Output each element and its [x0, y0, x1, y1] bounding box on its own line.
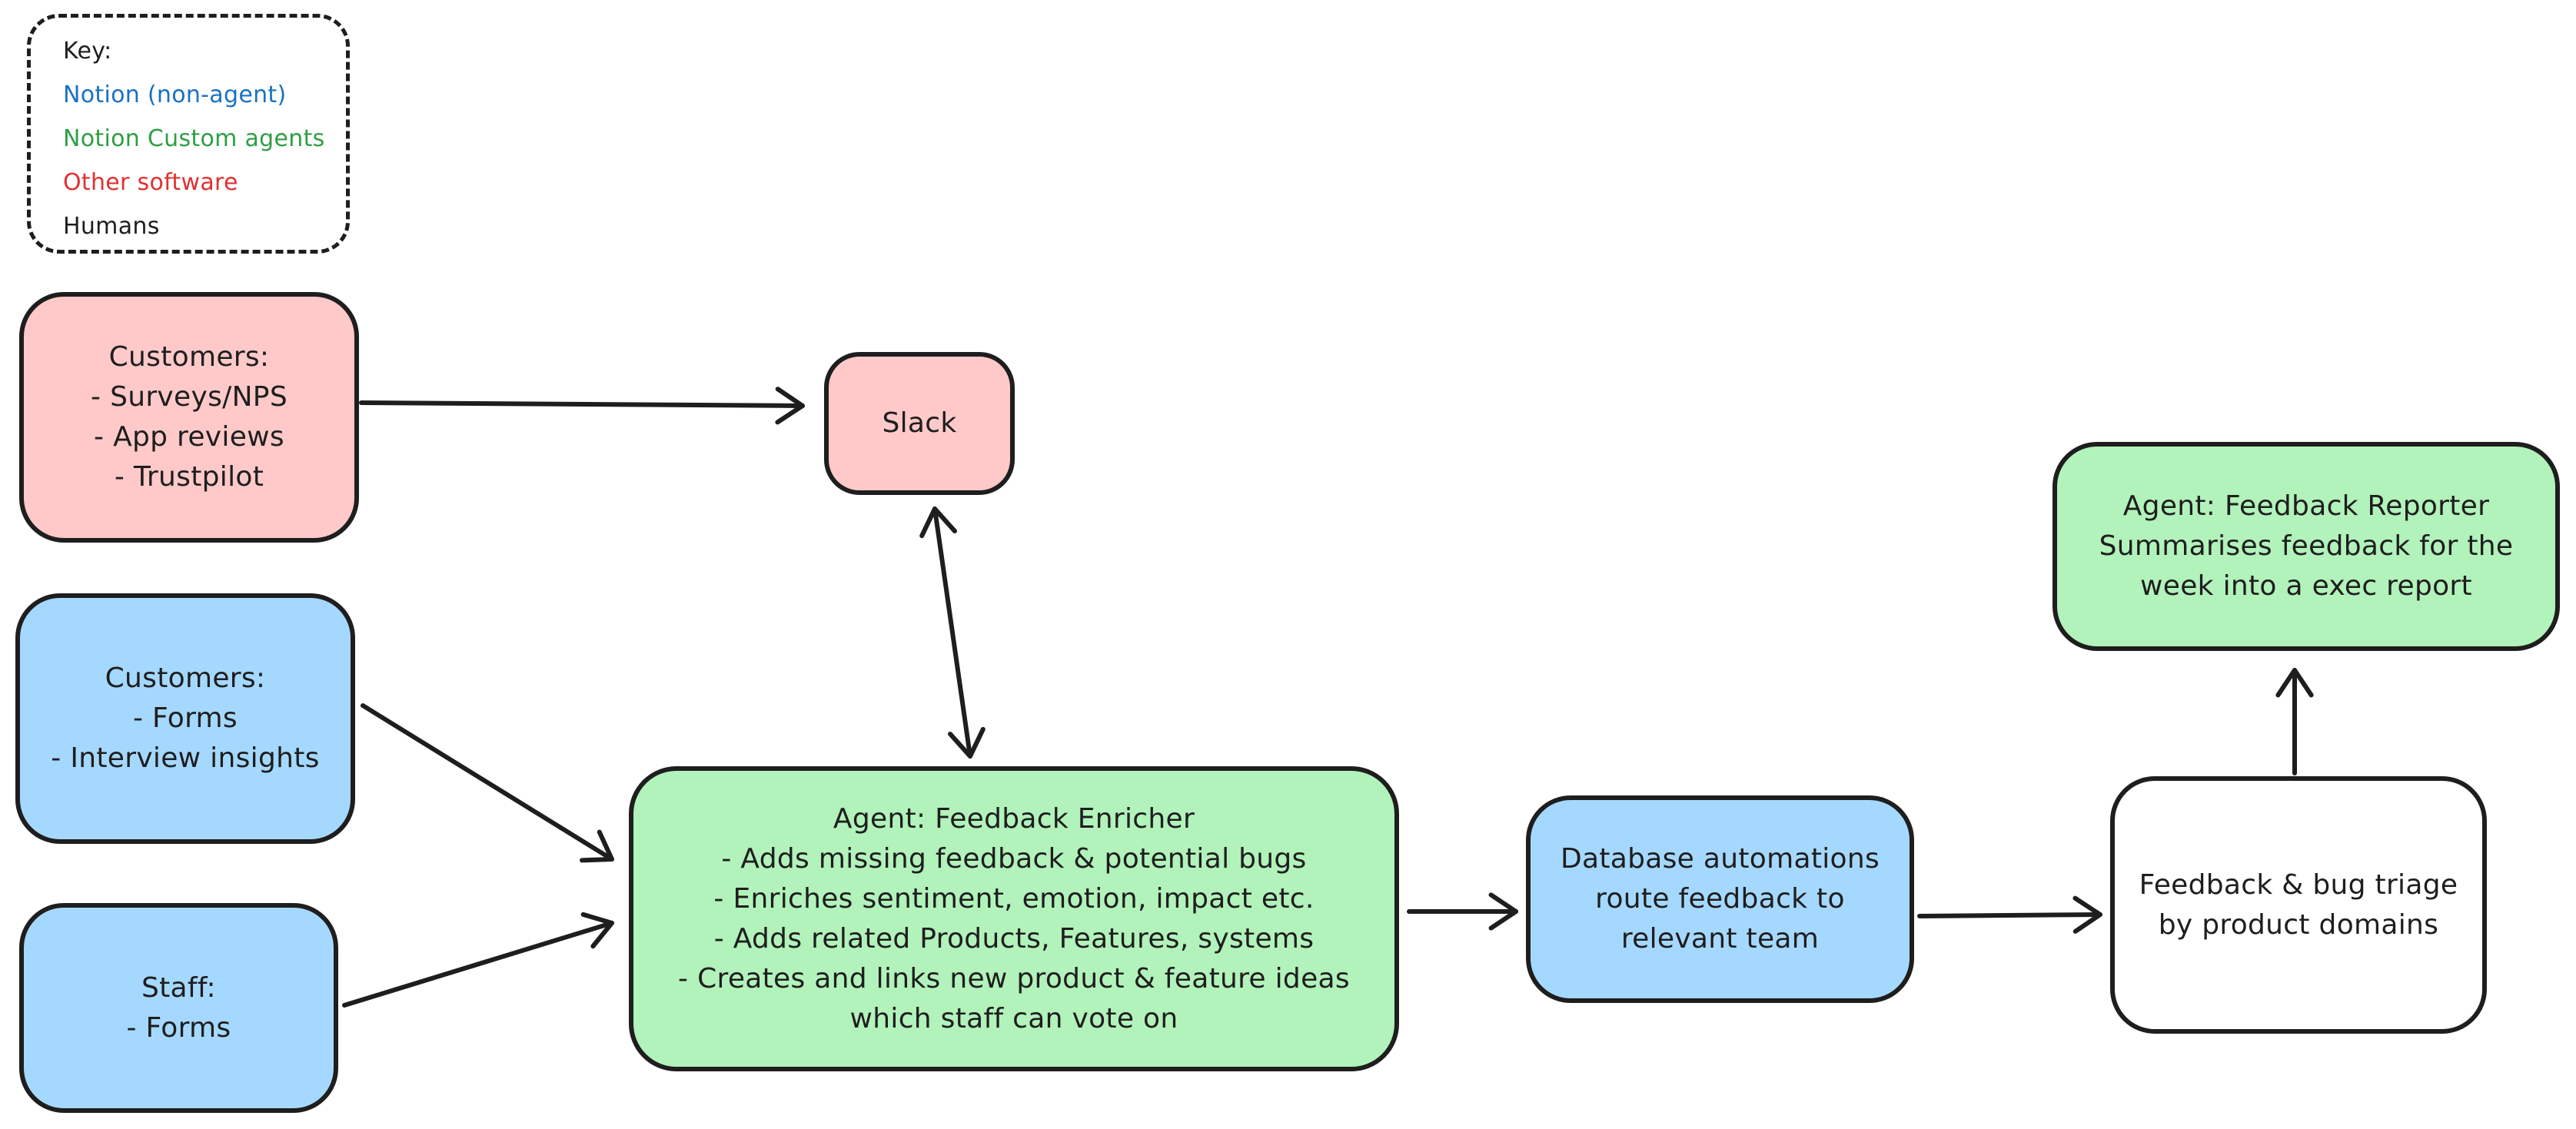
node-staff-forms: Staff: - Forms [19, 903, 338, 1113]
node-customers-notion-sources: Customers: - Forms - Interview insights [15, 593, 355, 844]
legend: Key: Notion (non-agent) Notion Custom ag… [27, 14, 350, 254]
legend-item-notion-custom-agents: Notion Custom agents [63, 125, 325, 152]
legend-item-other-software: Other software [63, 169, 238, 196]
arrow-slack-to-feedback-enricher-bidirectional [919, 506, 986, 759]
arrow-customers-external-to-slack [359, 387, 806, 425]
node-customers-external-sources: Customers: - Surveys/NPS - App reviews -… [19, 292, 359, 543]
arrow-staff-to-feedback-enricher [342, 912, 615, 1008]
legend-item-notion-non-agent: Notion (non-agent) [63, 81, 287, 108]
node-slack: Slack [824, 352, 1015, 495]
node-agent-feedback-reporter: Agent: Feedback Reporter Summarises feed… [2052, 442, 2560, 651]
legend-title: Key: [63, 38, 112, 65]
legend-item-humans: Humans [63, 213, 160, 240]
node-agent-feedback-enricher: Agent: Feedback Enricher - Adds missing … [629, 766, 1399, 1071]
node-database-automations: Database automations route feedback to r… [1526, 795, 1914, 1003]
arrow-customers-notion-to-feedback-enricher [361, 703, 615, 863]
node-feedback-bug-triage: Feedback & bug triage by product domains [2110, 776, 2487, 1034]
arrow-database-automations-to-triage [1917, 895, 2103, 934]
